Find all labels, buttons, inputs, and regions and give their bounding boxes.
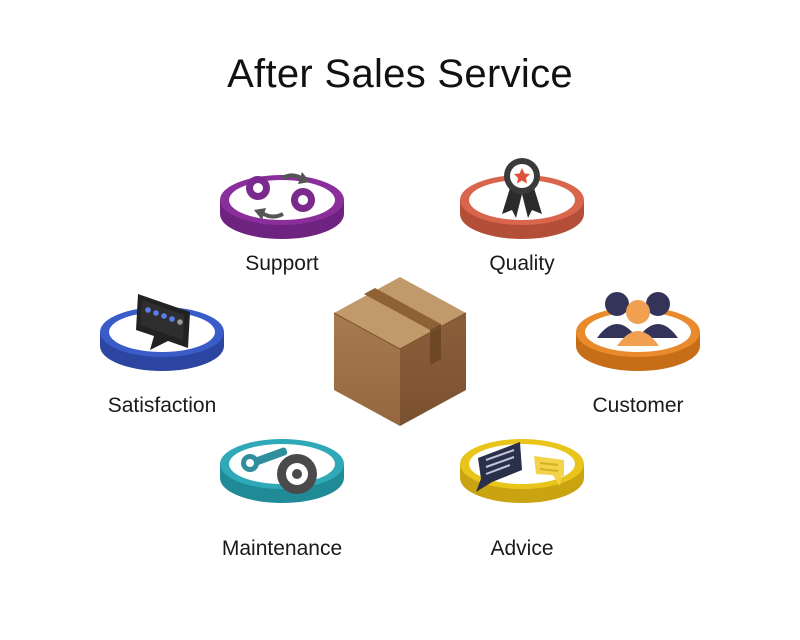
award-ribbon-icon [502, 158, 542, 218]
gears-cycle-icon [246, 172, 315, 220]
label-support: Support [245, 252, 319, 275]
advice-disc [460, 439, 584, 503]
label-customer: Customer [592, 394, 684, 417]
quality-disc [460, 175, 584, 239]
wrench-gear-icon [241, 447, 317, 494]
label-advice: Advice [490, 537, 554, 560]
rating-chat-icon [136, 294, 190, 350]
users-group-icon [597, 292, 678, 346]
diagram-title: After Sales Service [227, 52, 573, 96]
cardboard-box-icon [333, 277, 467, 426]
chat-bubbles-icon [476, 442, 564, 492]
label-satisfaction: Satisfaction [107, 394, 217, 417]
support-disc [220, 175, 344, 239]
label-maintenance: Maintenance [221, 537, 343, 560]
label-quality: Quality [489, 252, 555, 275]
